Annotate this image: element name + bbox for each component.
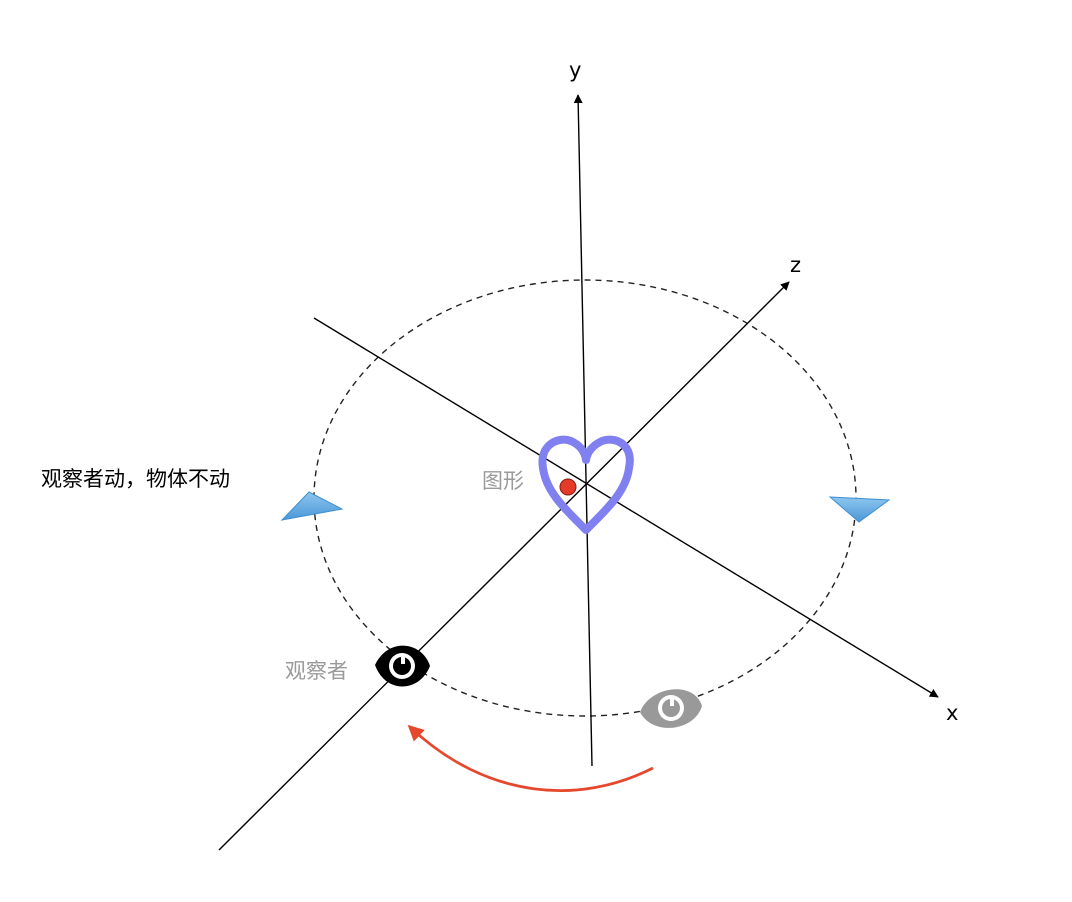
rotation-arrow bbox=[407, 724, 654, 792]
orbit-direction-marker-left bbox=[280, 491, 344, 521]
observer-label: 观察者 bbox=[285, 659, 348, 683]
caption: 观察者动，物体不动 bbox=[41, 467, 230, 491]
y-axis bbox=[573, 94, 593, 767]
z-axis bbox=[218, 281, 790, 851]
shape-label: 图形 bbox=[482, 469, 524, 493]
eye-icon bbox=[640, 689, 702, 728]
origin-dot bbox=[559, 478, 577, 496]
z-axis-label: z bbox=[790, 253, 801, 277]
y-axis-label: y bbox=[569, 58, 581, 82]
orbit-direction-marker-right bbox=[828, 496, 891, 523]
heart-icon bbox=[538, 435, 634, 534]
x-axis bbox=[313, 317, 939, 698]
eye-icon bbox=[375, 645, 430, 687]
x-axis-label: x bbox=[946, 701, 958, 725]
